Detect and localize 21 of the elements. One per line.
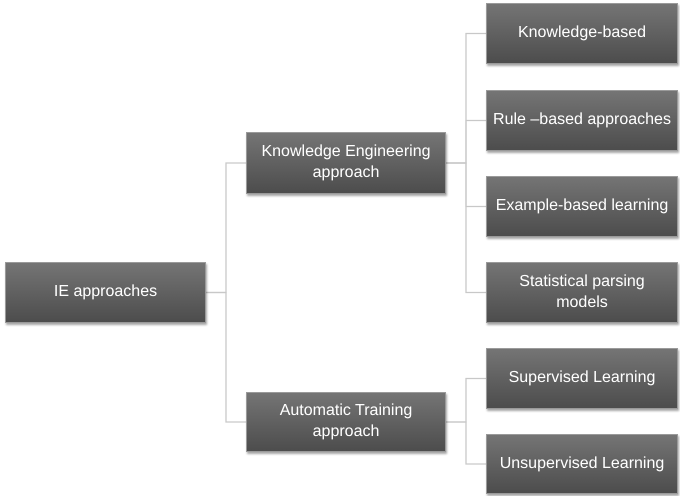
connector-line bbox=[206, 292, 246, 423]
box-label: Knowledge Engineering approach bbox=[260, 142, 432, 183]
box-label: Automatic Training approach bbox=[278, 401, 414, 442]
box-label: Statistical parsing models bbox=[518, 272, 646, 312]
category-box bbox=[246, 392, 446, 452]
category-box bbox=[246, 132, 446, 194]
box-label: Rule –based approaches bbox=[493, 110, 671, 130]
box-label: IE approaches bbox=[54, 282, 158, 302]
connector-line bbox=[446, 421, 486, 465]
box-label: Unsupervised Learning bbox=[500, 454, 664, 474]
category-box bbox=[486, 90, 678, 151]
category-box bbox=[486, 262, 678, 323]
category-box bbox=[5, 262, 206, 323]
category-box bbox=[486, 348, 678, 409]
category-box bbox=[486, 176, 678, 237]
box-label: Knowledge-based bbox=[518, 23, 646, 44]
category-box bbox=[486, 434, 678, 494]
box-label: Supervised Learning bbox=[508, 368, 656, 388]
box-label: Example-based learning bbox=[496, 196, 668, 216]
category-box bbox=[486, 3, 678, 64]
connector-line bbox=[446, 162, 486, 294]
